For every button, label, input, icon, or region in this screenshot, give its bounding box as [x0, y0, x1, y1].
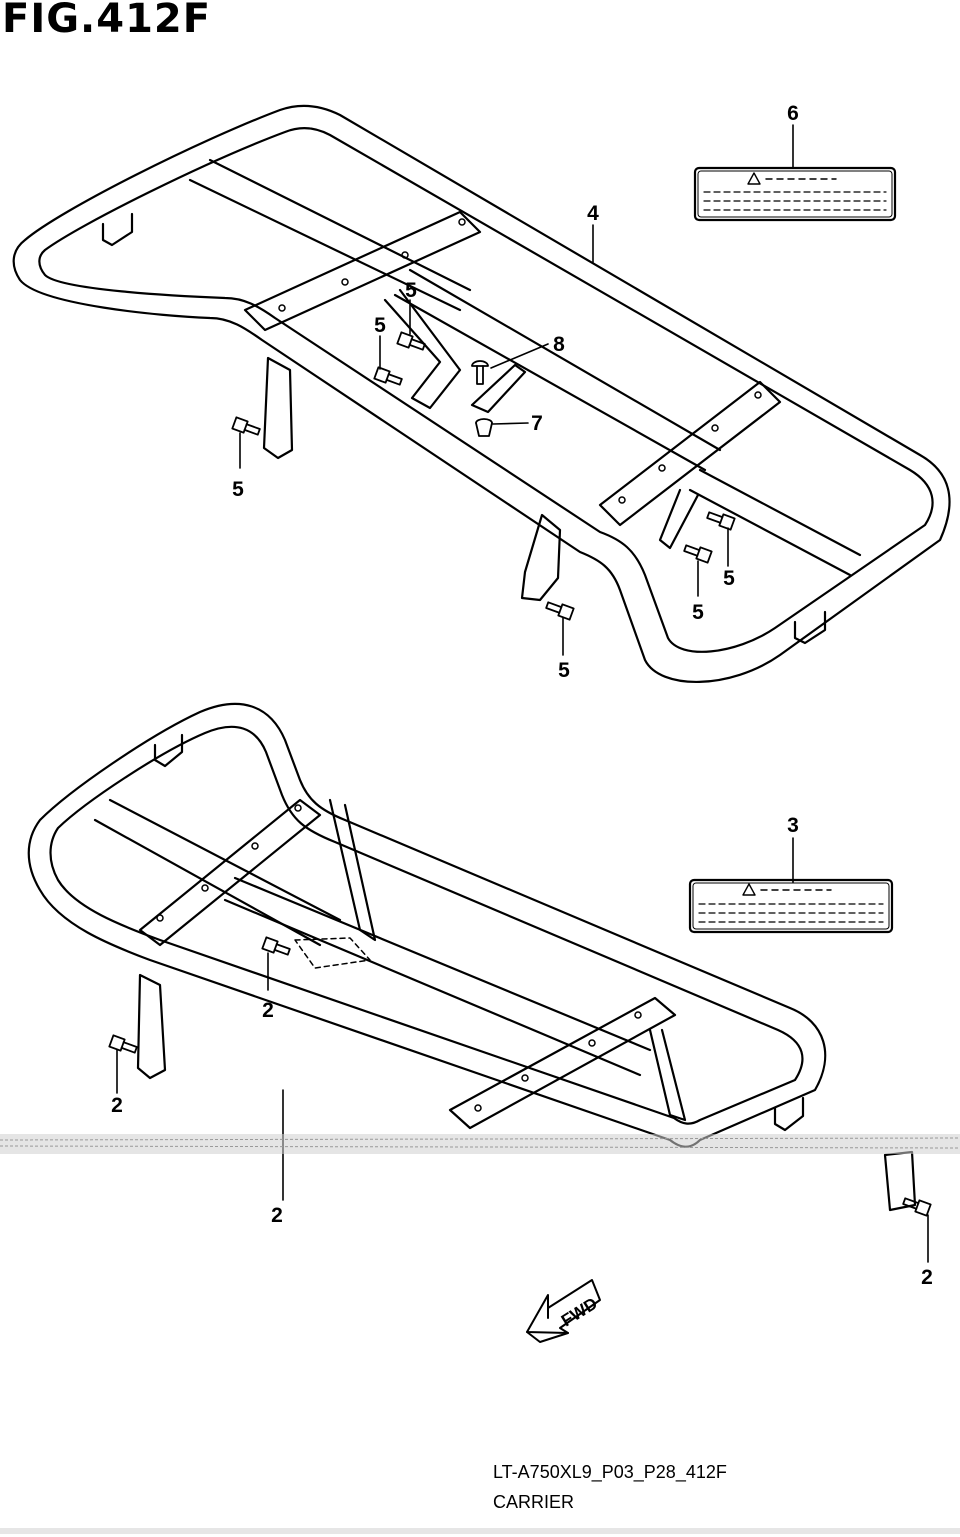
callout-5: 5: [374, 314, 386, 337]
front-carrier-frame: [12, 104, 951, 683]
scan-noise-band: [0, 1134, 960, 1534]
callout-6: 6: [787, 102, 799, 125]
bolt-icon: [396, 331, 426, 351]
warning-triangle-icon: [747, 172, 761, 185]
fwd-arrow-icon: [526, 1279, 601, 1343]
callout-2: 2: [271, 1204, 283, 1227]
callout-5: 5: [692, 601, 704, 624]
callout-5: 5: [232, 478, 244, 501]
drawing-name: CARRIER: [493, 1492, 575, 1512]
bolt-icon: [706, 511, 736, 531]
nut-icon: [475, 418, 493, 437]
callout-2: 2: [111, 1094, 123, 1117]
callout-7: 7: [531, 412, 543, 435]
screw-icon: [471, 360, 489, 385]
bolt-icon: [902, 1197, 932, 1217]
figure-title: FIG.412F: [2, 0, 212, 42]
callout-4: 4: [587, 202, 599, 225]
leader-lines: [116, 124, 929, 1263]
bolt-icon: [373, 366, 403, 386]
bolt-icon: [683, 544, 713, 564]
carrier-bracket: [470, 363, 527, 414]
warning-label-6: [693, 166, 897, 222]
bolt-icon: [108, 1034, 138, 1054]
callout-2: 2: [921, 1266, 933, 1289]
warning-label-3: [688, 878, 894, 934]
bolt-icon: [545, 601, 575, 621]
callout-5: 5: [558, 659, 570, 682]
bolt-icon: [261, 936, 291, 956]
callout-3: 3: [787, 814, 799, 837]
bolt-icon: [231, 416, 261, 436]
drawing-code: LT-A750XL9_P03_P28_412F: [493, 1462, 727, 1482]
callout-2: 2: [262, 999, 274, 1022]
callout-5: 5: [405, 279, 417, 302]
warning-triangle-icon: [742, 883, 756, 896]
callout-8: 8: [553, 333, 565, 356]
callout-5: 5: [723, 567, 735, 590]
bolt-icons: [108, 331, 932, 1217]
